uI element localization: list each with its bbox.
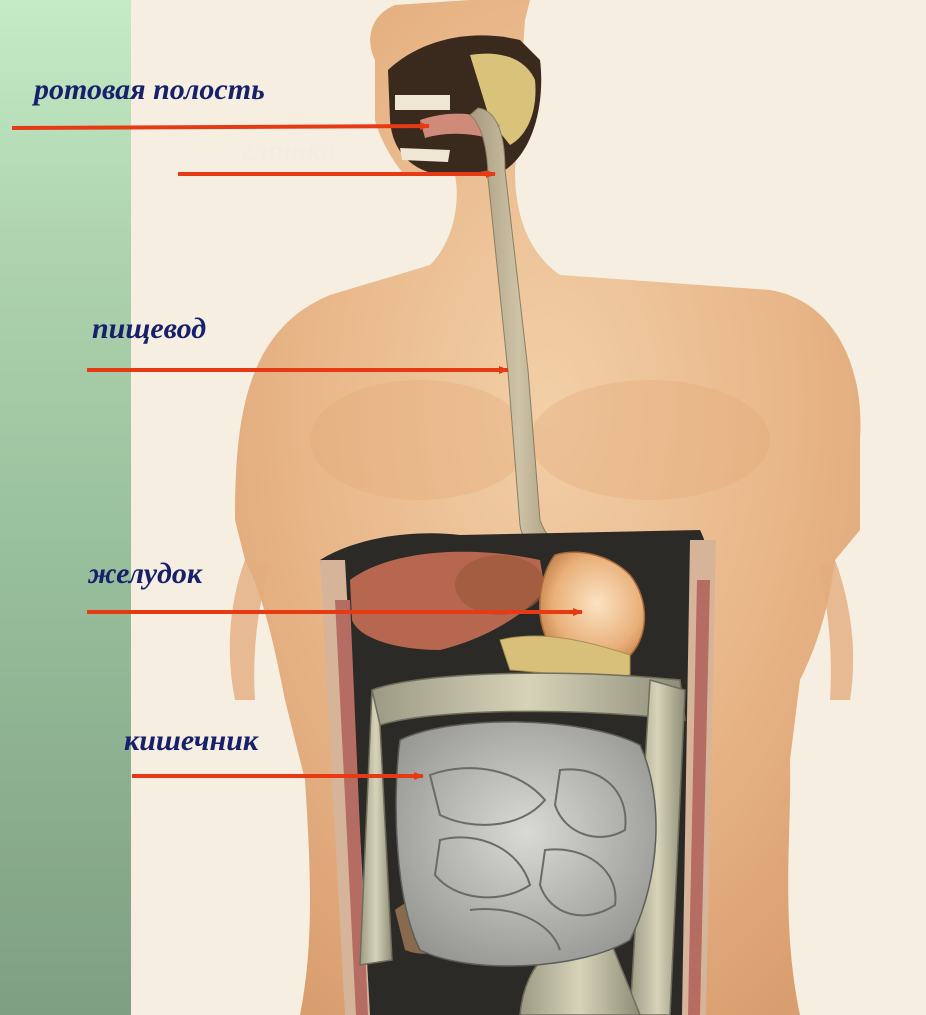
- label-intestine: кишечник: [124, 726, 258, 756]
- small-intestine: [396, 722, 656, 966]
- label-stomach: желудок: [88, 559, 202, 589]
- arrow-to-mouth: [12, 126, 429, 128]
- label-pharynx: глотка: [242, 136, 336, 166]
- label-esophagus: пищевод: [92, 314, 206, 344]
- mouth-cavity: [388, 35, 541, 175]
- label-mouth-cavity: ротовая полость: [34, 75, 265, 105]
